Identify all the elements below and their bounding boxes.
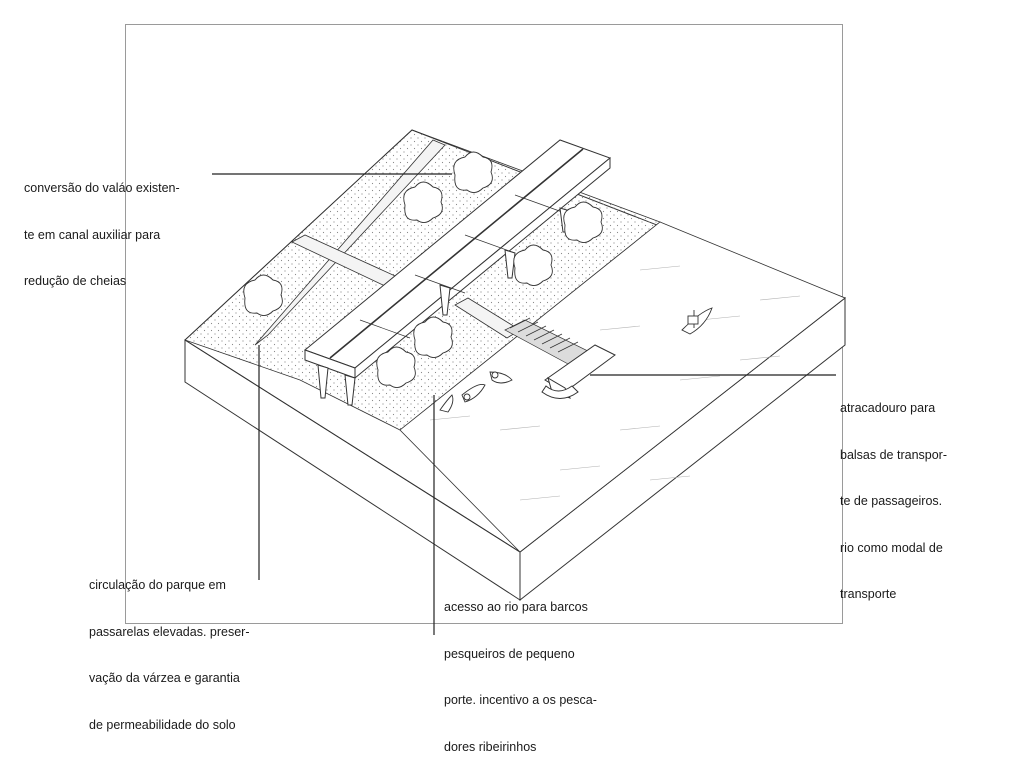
annotation-walkways: circulação do parque em passarelas eleva…	[89, 547, 250, 749]
annotation-line: rio como modal de	[840, 541, 947, 557]
annotation-line: de permeabilidade do solo	[89, 718, 250, 734]
annotation-line: balsas de transpor-	[840, 448, 947, 464]
annotation-dock: atracadouro para balsas de transpor- te …	[840, 370, 947, 618]
annotation-line: atracadouro para	[840, 401, 947, 417]
annotation-line: te de passageiros.	[840, 494, 947, 510]
annotation-line: redução de cheias	[24, 274, 180, 290]
annotation-line: transporte	[840, 587, 947, 603]
annotation-line: porte. incentivo a os pesca-	[444, 693, 597, 709]
annotation-line: pesqueiros de pequeno	[444, 647, 597, 663]
annotation-canal: conversão do valáo existen- te em canal …	[24, 150, 180, 305]
annotation-line: passarelas elevadas. preser-	[89, 625, 250, 641]
annotation-line: conversão do valáo existen-	[24, 181, 180, 197]
annotation-line: dores ribeirinhos	[444, 740, 597, 756]
annotation-line: vação da várzea e garantia	[89, 671, 250, 687]
annotation-fishing: acesso ao rio para barcos pesqueiros de …	[444, 569, 597, 771]
annotation-line: te em canal auxiliar para	[24, 228, 180, 244]
annotation-line: acesso ao rio para barcos	[444, 600, 597, 616]
annotation-line: circulação do parque em	[89, 578, 250, 594]
